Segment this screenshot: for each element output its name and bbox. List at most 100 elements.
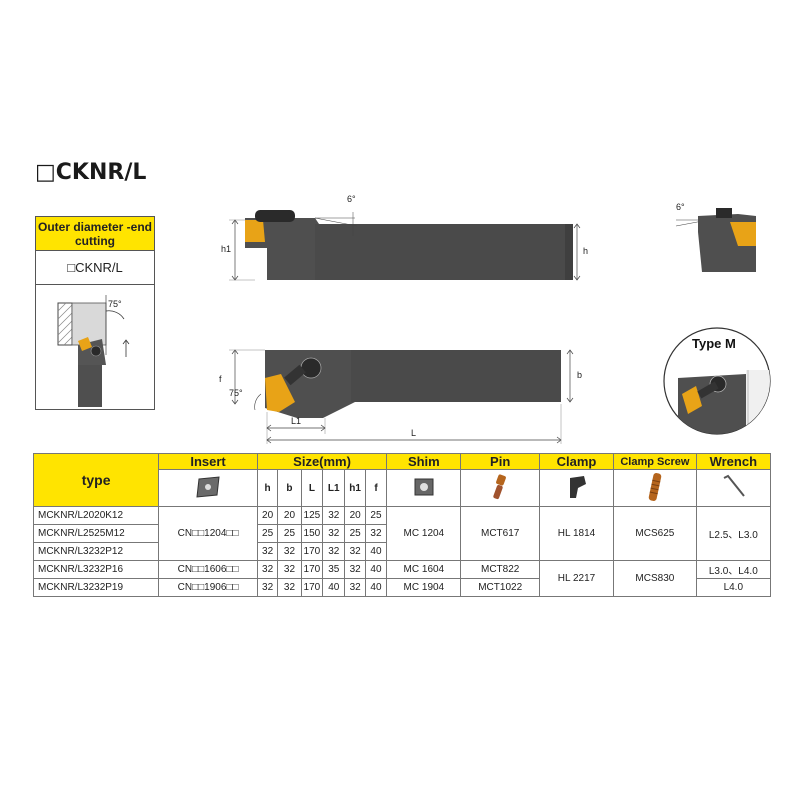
size-col-l: L: [300, 469, 324, 507]
size-cell: 32: [277, 578, 302, 597]
size-col-h: h: [256, 469, 279, 507]
size-cell: 25: [277, 524, 302, 543]
insert-header: Insert: [158, 453, 258, 470]
size-cell: 125: [300, 506, 324, 525]
insert-cell: CN□□1606□□: [158, 560, 258, 579]
shim-icon: [414, 478, 434, 495]
model-cell: MCKNR/L3232P12: [32, 542, 160, 561]
clamp-cell: HL 2217: [538, 560, 615, 597]
size-cell: 32: [344, 578, 366, 597]
size-col-l1: L1: [322, 469, 346, 507]
table-row: MCKNR/L3232P19 CN□□1906□□ 32 32 170 40 3…: [32, 578, 772, 597]
size-cell: 150: [300, 524, 324, 543]
side-view-drawing: h1 6° h: [215, 190, 595, 290]
size-cell: 40: [322, 578, 346, 597]
plan-angle-label: 75°: [229, 388, 243, 398]
model-cell: MCKNR/L2525M12: [32, 524, 160, 543]
clamp-header: Clamp: [538, 453, 615, 470]
end-view-drawing: 6°: [668, 192, 768, 282]
insert-icon: [196, 475, 220, 498]
size-cell: 170: [300, 560, 324, 579]
wrench-icon: [723, 474, 746, 497]
wrench-cell: L4.0: [695, 578, 772, 597]
type-m-detail: Type M: [662, 326, 772, 436]
application-code: □CKNR/L: [36, 251, 154, 285]
size-cell: 25: [344, 524, 366, 543]
size-cell: 32: [256, 560, 279, 579]
size-cell: 32: [344, 542, 366, 561]
clamp-cell: HL 1814: [538, 506, 615, 561]
f-label: f: [219, 374, 222, 384]
model-cell: MCKNR/L3232P19: [32, 578, 160, 597]
size-header: Size(mm): [256, 453, 388, 470]
pin-icon: [493, 473, 507, 499]
size-cell: 40: [364, 578, 388, 597]
clamp-icon: [569, 475, 586, 498]
side-angle-label: 6°: [347, 194, 356, 204]
end-angle-label: 6°: [676, 202, 685, 212]
insert-cell: CN□□1906□□: [158, 578, 258, 597]
size-col-b: b: [277, 469, 302, 507]
pin-cell: MCT617: [460, 506, 540, 561]
table-row: MCKNR/L3232P12 32 32 170 32 32 40: [32, 542, 771, 561]
spec-table: type Insert Size(mm) Shim Pin Clamp Clam…: [32, 453, 772, 597]
pin-cell: MCT1022: [460, 578, 540, 597]
wrench-cell: L3.0、L4.0: [695, 560, 772, 579]
size-col-h1: h1: [344, 469, 366, 507]
clamp-screw-header: Clamp Screw: [613, 453, 697, 470]
size-cell: 32: [322, 542, 346, 561]
type-m-label: Type M: [692, 336, 736, 351]
size-cell: 20: [344, 506, 366, 525]
size-cell: 170: [300, 542, 324, 561]
l1-label: L1: [291, 416, 301, 426]
application-angle-label: 75°: [108, 299, 122, 309]
size-cell: 35: [322, 560, 346, 579]
size-cell: 20: [256, 506, 279, 525]
shim-header: Shim: [386, 453, 462, 470]
size-cell: 32: [277, 560, 302, 579]
clamp-icon-cell: [538, 469, 615, 507]
size-cell: 32: [344, 560, 366, 579]
application-heading: Outer diameter -end cutting: [36, 217, 154, 251]
clamp-screw-cell: MCS625: [613, 506, 697, 561]
wrench-icon-cell: [695, 469, 772, 507]
size-cell: 20: [277, 506, 302, 525]
shim-cell: MC 1904: [386, 578, 462, 597]
size-cell: 170: [300, 578, 324, 597]
model-cell: MCKNR/L2020K12: [32, 506, 160, 525]
model-cell: MCKNR/L3232P16: [32, 560, 160, 579]
shim-cell: MC 1204: [386, 506, 462, 561]
wrench-header: Wrench: [695, 453, 772, 470]
insert-icon-cell: [158, 469, 258, 507]
size-cell: 32: [322, 524, 346, 543]
clamp-screw-icon-cell: [613, 469, 697, 507]
size-cell: 32: [322, 506, 346, 525]
wrench-cell: L2.5、L3.0: [695, 506, 772, 561]
size-cell: 40: [364, 560, 388, 579]
plan-view-drawing: f b 75° L1 L: [215, 330, 595, 445]
clamp-screw-cell: MCS830: [613, 560, 697, 597]
shim-icon-cell: [386, 469, 462, 507]
size-cell: 32: [256, 578, 279, 597]
h1-label: h1: [221, 244, 231, 254]
application-diagram: 75°: [36, 285, 154, 409]
pin-cell: MCT822: [460, 560, 540, 579]
clamp-screw-icon: [648, 472, 662, 501]
l-label: L: [411, 428, 416, 438]
size-cell: 32: [277, 542, 302, 561]
page-title: □CKNR/L: [35, 160, 147, 185]
shim-cell: MC 1604: [386, 560, 462, 579]
h-label: h: [583, 246, 588, 256]
size-cell: 40: [364, 542, 388, 561]
pin-icon-cell: [460, 469, 540, 507]
type-header: type: [32, 453, 160, 507]
insert-cell: CN□□1204□□: [158, 506, 258, 561]
table-row: MCKNR/L2020K12 CN□□1204□□ 20 20 125 32 2…: [32, 506, 772, 561]
pin-header: Pin: [460, 453, 540, 470]
size-col-f: f: [364, 469, 388, 507]
table-row: MCKNR/L3232P16 CN□□1606□□ 32 32 170 35 3…: [32, 560, 772, 597]
size-cell: 32: [256, 542, 279, 561]
application-panel: Outer diameter -end cutting □CKNR/L 75°: [35, 216, 155, 410]
b-label: b: [577, 370, 582, 380]
size-cell: 25: [364, 506, 388, 525]
